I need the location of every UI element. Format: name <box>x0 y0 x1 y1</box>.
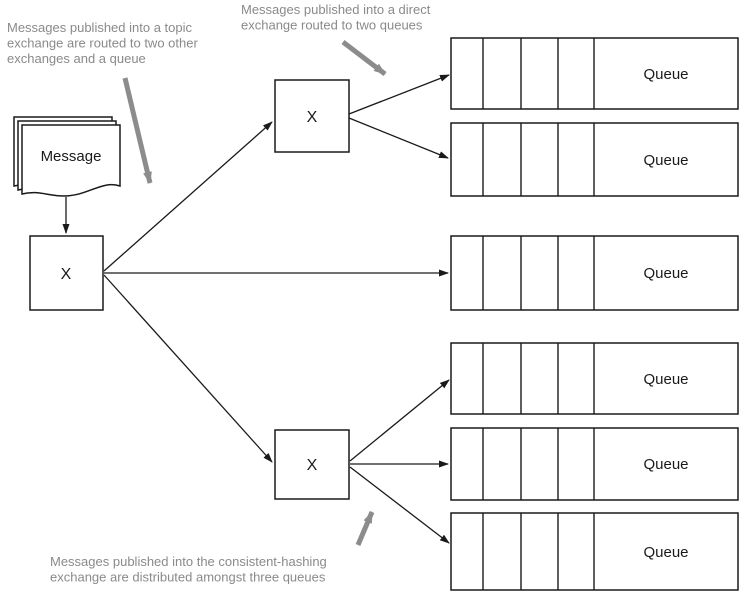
arrow-ch-to-queue-6 <box>349 466 450 544</box>
exchange-consistent-hashing: X <box>274 429 350 500</box>
message-document: Message <box>13 116 121 197</box>
queue-6: Queue <box>450 512 739 591</box>
annotation-arrow-consistent-hashing <box>355 511 375 546</box>
arrow-topic-to-consistent-hashing-exchange <box>103 274 273 463</box>
exchange-direct-label: X <box>307 109 318 126</box>
exchange-topic: X <box>29 235 104 311</box>
queue-2: Queue <box>450 122 739 197</box>
message-label: Message <box>41 148 102 165</box>
exchange-direct: X <box>274 79 350 153</box>
annotation-topic-exchange: Messages published into a topic exchange… <box>7 20 201 66</box>
queue-4: Queue <box>450 342 739 415</box>
exchange-topic-label: X <box>61 266 72 283</box>
queue-4-label: Queue <box>643 371 688 388</box>
queue-3: Queue <box>450 235 739 311</box>
exchange-topic-box <box>29 235 104 311</box>
arrow-direct-to-queue-2 <box>348 117 449 159</box>
queue-1-label: Queue <box>643 66 688 83</box>
annotation-arrow-direct <box>341 40 387 76</box>
annotation-arrow-topic <box>122 77 153 184</box>
arrow-ch-to-queue-4 <box>349 379 450 462</box>
annotation-consistent-hashing-exchange: Messages published into the consistent-h… <box>50 554 330 585</box>
arrow-topic-to-direct-exchange <box>103 121 273 272</box>
exchange-consistent-hashing-label: X <box>307 457 318 474</box>
message-page-front <box>21 124 121 197</box>
annotation-direct-exchange: Messages published into a direct exchang… <box>241 2 434 33</box>
arrow-direct-to-queue-1 <box>348 74 450 115</box>
exchange-direct-box <box>274 79 350 153</box>
queue-5-label: Queue <box>643 456 688 473</box>
exchange-consistent-hashing-box <box>274 429 350 500</box>
queue-5: Queue <box>450 427 739 501</box>
queue-1: Queue <box>450 37 739 110</box>
queue-2-label: Queue <box>643 152 688 169</box>
queue-3-label: Queue <box>643 265 688 282</box>
queue-6-label: Queue <box>643 544 688 561</box>
